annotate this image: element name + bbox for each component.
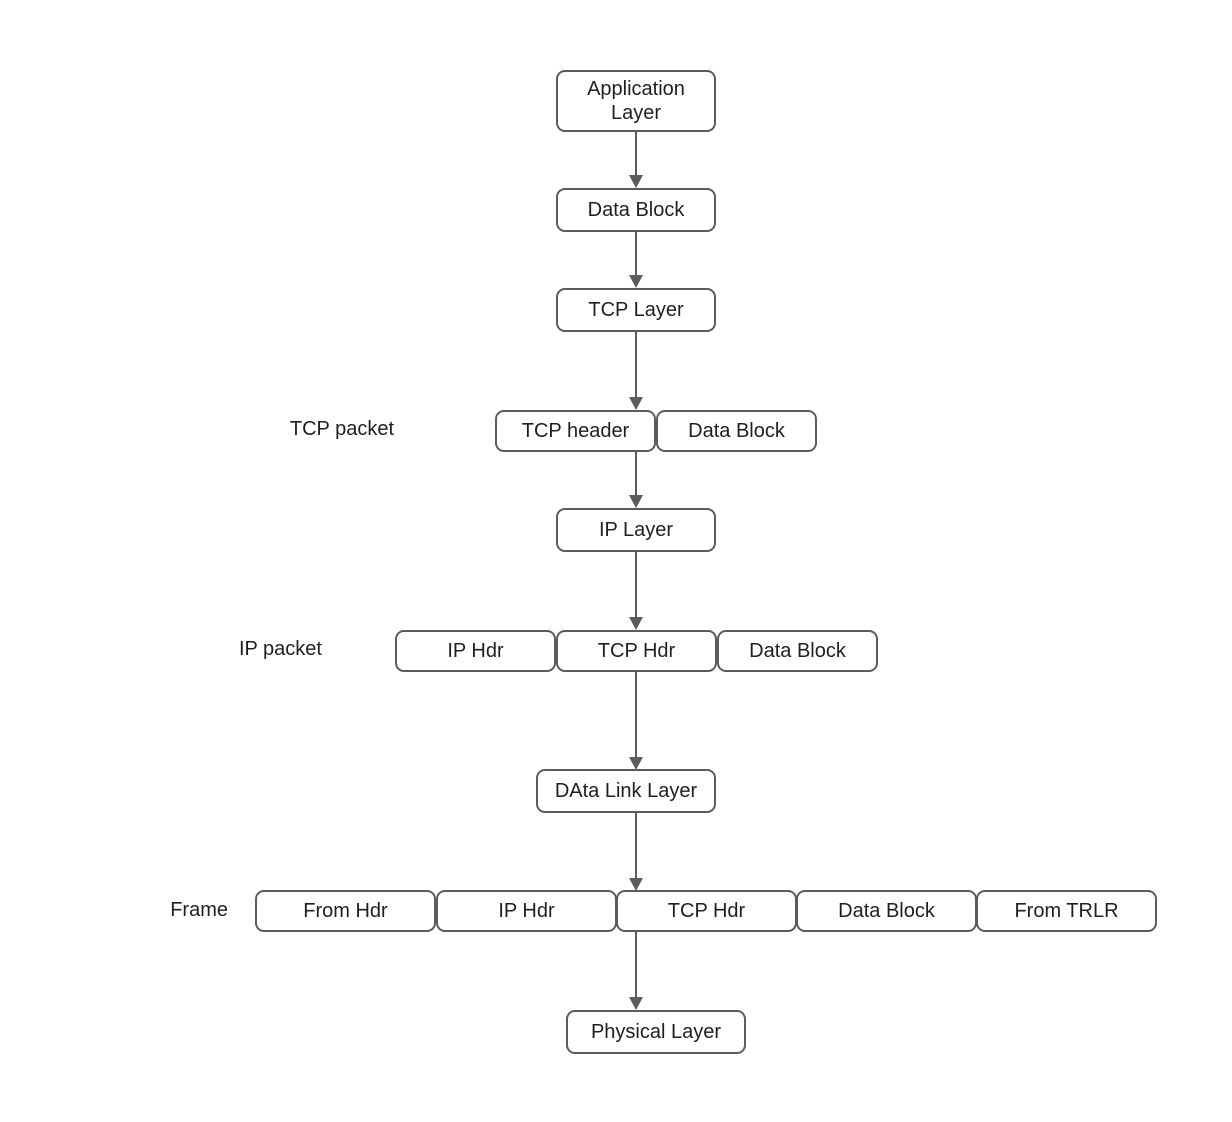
frame-segment-tcp-hdr[interactable]: TCP Hdr	[616, 890, 797, 932]
arrow-tcp-layer-to-tcp-packet	[629, 332, 643, 410]
node-tcp-layer[interactable]: TCP Layer	[556, 288, 716, 332]
arrow-data-link-layer-to-frame	[629, 813, 643, 891]
frame-segment-from-hdr[interactable]: From Hdr	[255, 890, 436, 932]
node-ip-layer[interactable]: IP Layer	[556, 508, 716, 552]
arrow-ip-layer-to-ip-packet	[629, 552, 643, 630]
frame-segment-data-block[interactable]: Data Block	[796, 890, 977, 932]
row-label-ip-packet: IP packet	[238, 638, 322, 660]
node-data-link-layer[interactable]: DAta Link Layer	[536, 769, 716, 813]
ip-packet-segment-tcp-hdr[interactable]: TCP Hdr	[556, 630, 717, 672]
arrow-ip-packet-to-data-link-layer	[629, 672, 643, 770]
frame-segment-from-trlr[interactable]: From TRLR	[976, 890, 1157, 932]
frame-segment-ip-hdr[interactable]: IP Hdr	[436, 890, 617, 932]
arrow-application-to-data-block	[629, 132, 643, 188]
ip-packet-segment-data-block[interactable]: Data Block	[717, 630, 878, 672]
node-application-layer[interactable]: Application Layer	[556, 70, 716, 132]
arrow-data-block-to-tcp-layer	[629, 232, 643, 288]
node-physical-layer[interactable]: Physical Layer	[566, 1010, 746, 1054]
tcp-packet-segment-tcp-header[interactable]: TCP header	[495, 410, 656, 452]
row-label-frame: Frame	[170, 899, 228, 921]
tcp-packet-segment-data-block[interactable]: Data Block	[656, 410, 817, 452]
ip-packet-segment-ip-hdr[interactable]: IP Hdr	[395, 630, 556, 672]
arrow-frame-to-physical-layer	[629, 932, 643, 1010]
node-data-block[interactable]: Data Block	[556, 188, 716, 232]
row-label-tcp-packet: TCP packet	[289, 418, 394, 440]
arrow-tcp-packet-to-ip-layer	[629, 452, 643, 508]
